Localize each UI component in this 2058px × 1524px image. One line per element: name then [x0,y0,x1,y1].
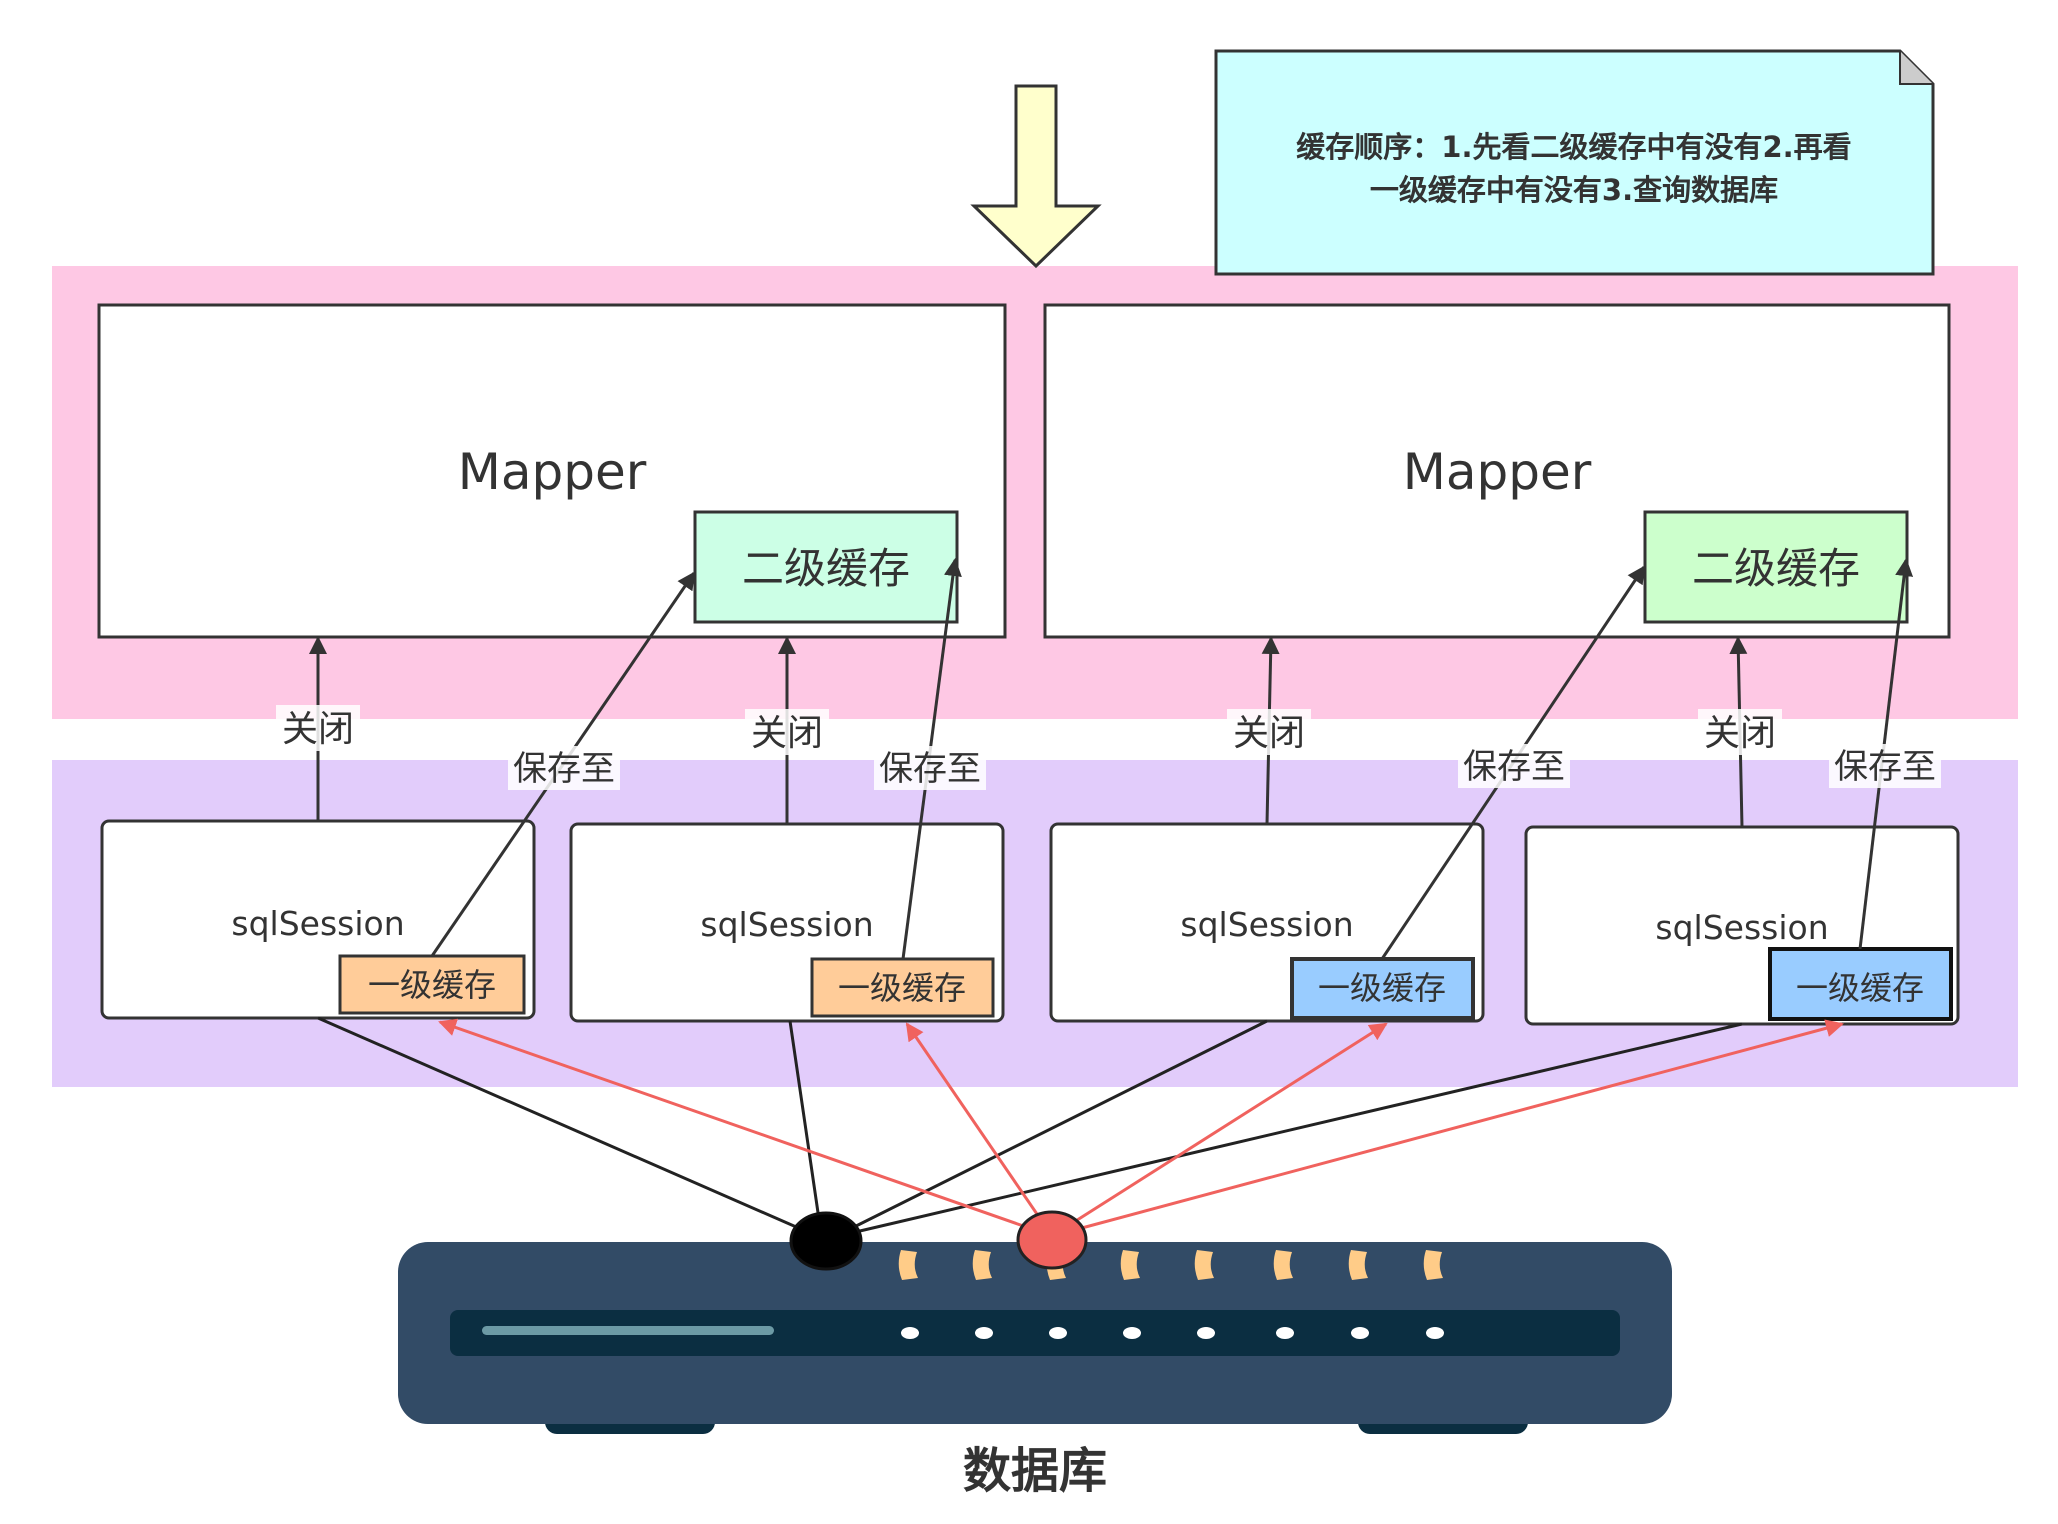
l1-cache-label: 一级缓存 [1318,969,1446,1007]
save-label: 保存至 [1834,747,1936,787]
mapper-left: Mapper 二级缓存 [97,303,1007,639]
mapper-title: Mapper [458,443,647,501]
database-icon [398,1210,1672,1434]
result-line-1 [438,1018,1053,1238]
query-line-3 [827,1019,1268,1242]
result-hub-red [1016,1210,1088,1270]
close-label: 关闭 [1233,713,1305,754]
query-lines [317,1016,1743,1242]
mapper-title: Mapper [1403,443,1592,501]
session-1: sqlSession 一级缓存 [100,819,536,1020]
session-4: sqlSession 一级缓存 [1524,825,1960,1026]
mapper-right: Mapper 二级缓存 [1043,303,1951,639]
cache-order-note: 缓存顺序：1.先看二级缓存中有没有2.再看 一级缓存中有没有3.查询数据库 [1214,49,1935,276]
query-line-2 [788,1020,827,1242]
close-label: 关闭 [282,709,354,750]
save-label: 保存至 [1463,747,1565,787]
l1-cache-label: 一级缓存 [368,966,496,1004]
close-label: 关闭 [751,713,823,754]
query-hub-black [789,1211,863,1271]
l1-cache-label: 一级缓存 [1796,969,1924,1007]
database-label: 数据库 [963,1443,1107,1499]
note-line-2: 一级缓存中有没有3.查询数据库 [1370,173,1778,207]
l2-cache-label: 二级缓存 [742,544,910,593]
result-lines [438,1018,1844,1238]
arrow-labels: 关闭 关闭 关闭 关闭 保存至 保存至 保存至 保存至 [276,705,1941,790]
query-line-1 [317,1016,828,1242]
session-title: sqlSession [1655,908,1828,947]
result-line-3 [1051,1022,1388,1238]
query-line-4 [829,1022,1743,1240]
l2-cache-label: 二级缓存 [1692,544,1860,593]
down-arrow-icon [970,84,1102,269]
session-title: sqlSession [231,904,404,943]
result-line-2 [905,1022,1054,1237]
l1-cache-label: 一级缓存 [838,969,966,1007]
l1-cache-box [810,957,995,1018]
save-label: 保存至 [879,749,981,789]
session-2: sqlSession 一级缓存 [569,822,1005,1023]
note-line-1: 缓存顺序：1.先看二级缓存中有没有2.再看 [1296,130,1851,164]
session-title: sqlSession [1180,905,1353,944]
l2-cache-box [1643,510,1909,624]
save-label: 保存至 [513,749,615,789]
result-line-4 [1051,1019,1844,1238]
session-3: sqlSession 一级缓存 [1049,822,1485,1023]
session-title: sqlSession [700,905,873,944]
close-label: 关闭 [1704,713,1776,754]
